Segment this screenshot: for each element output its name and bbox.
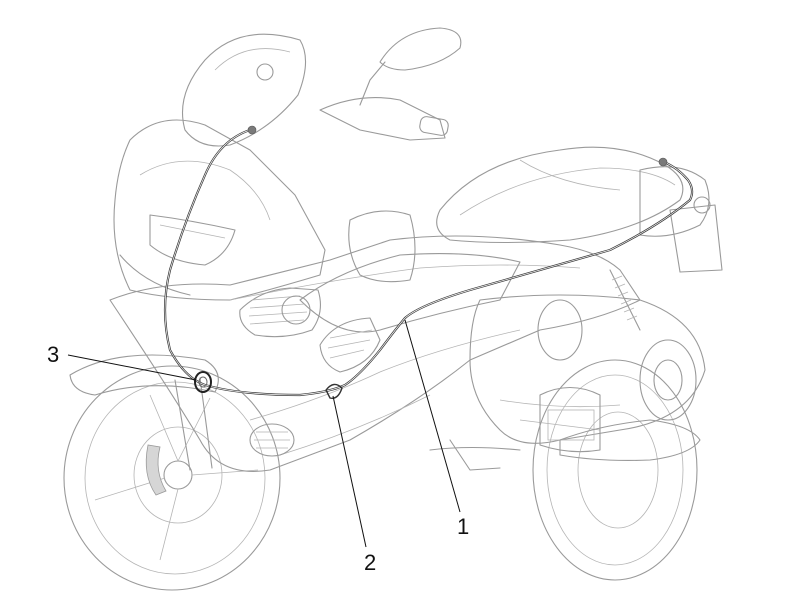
leader-line-3 [67,354,197,381]
front-fairing [113,119,326,301]
seat [436,146,684,244]
grommet-ring [194,371,212,393]
rear-tail [639,166,723,273]
callout-labels: 1 2 3 [47,342,469,575]
lower-grille [249,423,295,457]
exhaust [559,419,701,461]
engine [469,294,706,453]
leader-lines [67,319,461,548]
front-fender [69,354,219,471]
leader-line-2 [332,395,367,548]
callout-2: 2 [364,550,376,575]
kickstand [429,439,521,471]
cable-clip [325,383,343,399]
front-wheel [63,365,281,591]
callout-3: 3 [47,342,59,367]
windshield [181,33,307,147]
side-vent [239,287,321,338]
floorboard [299,210,521,333]
callout-1: 1 [457,514,469,539]
rear-shock [609,269,641,331]
rear-wheel [532,359,698,581]
handlebar [319,27,462,141]
lower-vent [319,317,381,373]
speedometer-cable [163,125,694,397]
body-panel [109,235,641,472]
leader-line-1 [404,319,461,513]
